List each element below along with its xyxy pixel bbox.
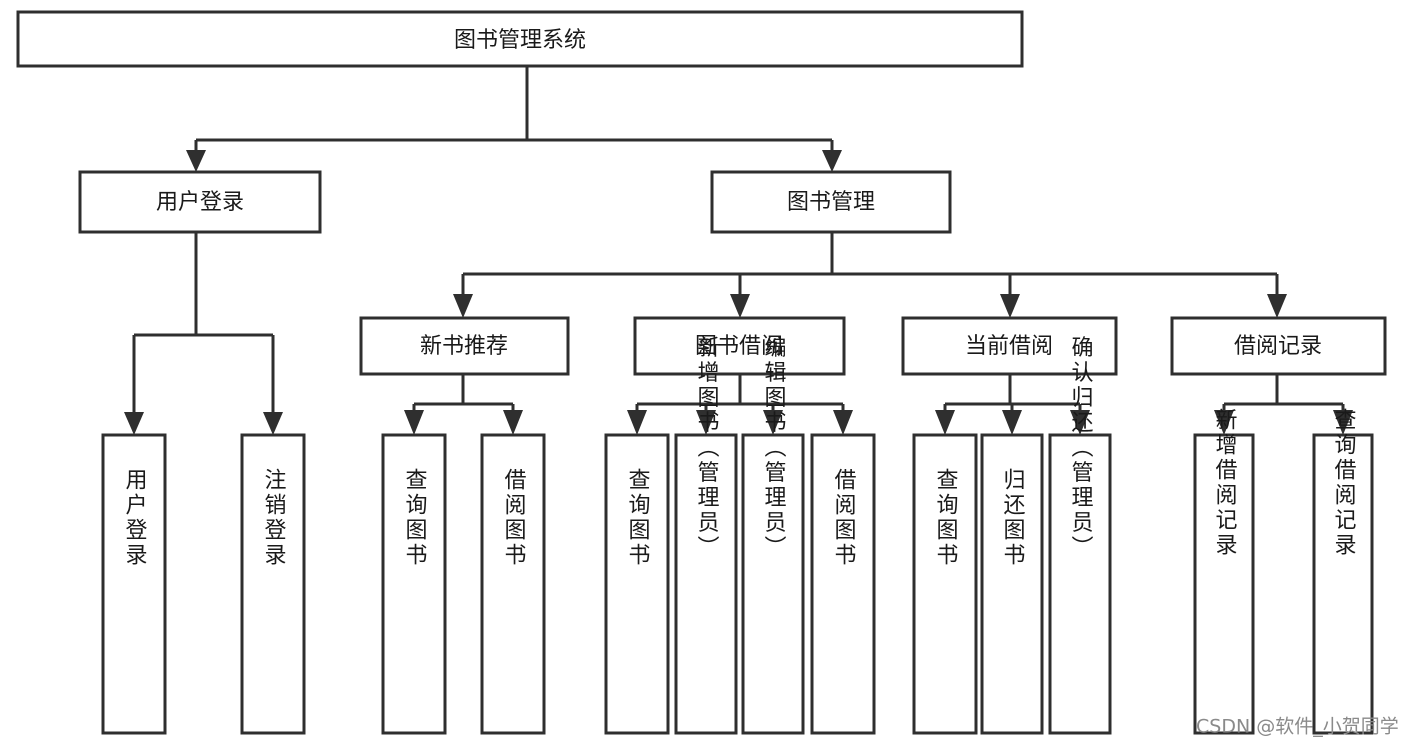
node-leaf-user-logout[interactable]: 注销登录 bbox=[240, 433, 306, 735]
arrow-leaf-borrow-query bbox=[627, 410, 647, 435]
connector-group-book-manage bbox=[453, 232, 1287, 318]
node-leaf-rec-query-box[interactable] bbox=[381, 433, 447, 735]
arrow-leaf-current-query bbox=[935, 410, 955, 435]
connector-group-current-borrow bbox=[935, 374, 1090, 435]
node-leaf-user-logout-box[interactable] bbox=[240, 433, 306, 735]
node-book-borrow-label: 图书借阅 bbox=[695, 334, 783, 359]
node-leaf-borrow-query-box[interactable] bbox=[604, 433, 670, 735]
node-leaf-current-return-box[interactable] bbox=[980, 433, 1044, 735]
connector-group-book-borrow bbox=[627, 374, 853, 435]
node-leaf-borrow-borrow-label: 借阅图书 bbox=[831, 468, 857, 568]
node-leaf-current-confirm-box[interactable] bbox=[1048, 433, 1112, 735]
node-leaf-rec-query[interactable]: 查询图书 bbox=[381, 433, 447, 735]
arrow-leaf-rec-query bbox=[404, 410, 424, 435]
arrow-book-borrow bbox=[730, 294, 750, 318]
node-new-book-rec[interactable]: 新书推荐 bbox=[359, 316, 570, 376]
arrow-current-borrow bbox=[1000, 294, 1020, 318]
node-root-box[interactable] bbox=[16, 10, 1024, 68]
arrow-leaf-record-add bbox=[1214, 410, 1234, 435]
node-leaf-current-query-box[interactable] bbox=[912, 433, 978, 735]
node-user-login-label: 用户登录 bbox=[156, 190, 244, 215]
node-leaf-borrow-add-box[interactable] bbox=[674, 433, 738, 735]
node-leaf-record-add-box[interactable] bbox=[1193, 433, 1255, 735]
node-book-manage-box[interactable] bbox=[710, 170, 952, 234]
node-leaf-user-login-box[interactable] bbox=[101, 433, 167, 735]
node-leaf-borrow-edit-label: 编辑图书（管理员） bbox=[761, 336, 787, 561]
node-leaf-rec-borrow[interactable]: 借阅图书 bbox=[480, 433, 546, 735]
arrow-leaf-borrow-edit bbox=[763, 410, 783, 435]
node-leaf-current-return[interactable]: 归还图书 bbox=[980, 433, 1044, 735]
csdn-watermark: CSDN @软件_小贺同学 bbox=[1196, 716, 1399, 738]
node-leaf-rec-query-label: 查询图书 bbox=[402, 468, 428, 568]
node-root[interactable]: 图书管理系统 bbox=[16, 10, 1024, 68]
connector-group-borrow-record bbox=[1214, 374, 1353, 435]
node-user-login-box[interactable] bbox=[78, 170, 322, 234]
node-leaf-record-query-box[interactable] bbox=[1312, 433, 1374, 735]
connector-group-root bbox=[186, 66, 842, 172]
node-leaf-record-add[interactable]: 新增借阅记录 bbox=[1193, 408, 1255, 735]
arrow-user-login bbox=[186, 150, 206, 172]
arrow-leaf-rec-borrow bbox=[503, 410, 523, 435]
node-leaf-rec-borrow-box[interactable] bbox=[480, 433, 546, 735]
node-current-borrow[interactable]: 当前借阅 bbox=[901, 316, 1118, 376]
connector-group-new-book-rec bbox=[404, 374, 523, 435]
node-leaf-current-query-label: 查询图书 bbox=[933, 468, 959, 568]
node-leaf-record-query-label: 查询借阅记录 bbox=[1331, 408, 1357, 558]
node-leaf-borrow-borrow-box[interactable] bbox=[810, 433, 876, 735]
node-book-borrow-box[interactable] bbox=[633, 316, 846, 376]
node-root-label: 图书管理系统 bbox=[454, 28, 586, 53]
node-leaf-user-login[interactable]: 用户登录 bbox=[101, 433, 167, 735]
arrow-leaf-user-logout bbox=[263, 412, 283, 435]
node-leaf-borrow-borrow[interactable]: 借阅图书 bbox=[810, 433, 876, 735]
node-leaf-current-query[interactable]: 查询图书 bbox=[912, 433, 978, 735]
node-book-borrow[interactable]: 图书借阅 bbox=[633, 316, 846, 376]
node-leaf-record-add-label: 新增借阅记录 bbox=[1212, 408, 1238, 558]
node-borrow-record-label: 借阅记录 bbox=[1234, 334, 1322, 359]
node-leaf-borrow-add[interactable]: 新增图书（管理员） bbox=[674, 336, 738, 735]
node-current-borrow-label: 当前借阅 bbox=[965, 334, 1053, 359]
node-new-book-rec-box[interactable] bbox=[359, 316, 570, 376]
node-leaf-user-login-label: 用户登录 bbox=[122, 468, 148, 568]
arrow-new-book-rec bbox=[453, 294, 473, 318]
arrow-borrow-record bbox=[1267, 294, 1287, 318]
arrow-leaf-current-return bbox=[1002, 410, 1022, 435]
node-leaf-rec-borrow-label: 借阅图书 bbox=[501, 468, 527, 568]
node-leaf-borrow-query-label: 查询图书 bbox=[625, 468, 651, 568]
arrow-leaf-record-query bbox=[1333, 410, 1353, 435]
node-new-book-rec-label: 新书推荐 bbox=[420, 334, 508, 359]
arrow-leaf-user-login bbox=[124, 412, 144, 435]
node-book-manage[interactable]: 图书管理 bbox=[710, 170, 952, 234]
connector-group-user-login bbox=[124, 232, 283, 435]
node-leaf-borrow-edit-box[interactable] bbox=[741, 433, 805, 735]
node-leaf-current-confirm-label: 确认归还（管理员） bbox=[1068, 336, 1094, 561]
arrow-book-manage bbox=[822, 150, 842, 172]
node-leaf-current-return-label: 归还图书 bbox=[1000, 468, 1026, 568]
node-leaf-record-query[interactable]: 查询借阅记录 bbox=[1312, 408, 1374, 735]
arrow-leaf-borrow-add bbox=[696, 410, 716, 435]
node-leaf-borrow-add-label: 新增图书（管理员） bbox=[694, 336, 720, 561]
node-leaf-user-logout-label: 注销登录 bbox=[261, 468, 287, 568]
node-borrow-record-box[interactable] bbox=[1170, 316, 1387, 376]
node-user-login[interactable]: 用户登录 bbox=[78, 170, 322, 234]
arrow-leaf-current-confirm bbox=[1070, 410, 1090, 435]
node-leaf-borrow-edit[interactable]: 编辑图书（管理员） bbox=[741, 336, 805, 735]
arrow-leaf-borrow-borrow bbox=[833, 410, 853, 435]
node-borrow-record[interactable]: 借阅记录 bbox=[1170, 316, 1387, 376]
node-current-borrow-box[interactable] bbox=[901, 316, 1118, 376]
node-leaf-current-confirm[interactable]: 确认归还（管理员） bbox=[1048, 336, 1112, 735]
node-leaf-borrow-query[interactable]: 查询图书 bbox=[604, 433, 670, 735]
node-book-manage-label: 图书管理 bbox=[787, 190, 875, 215]
